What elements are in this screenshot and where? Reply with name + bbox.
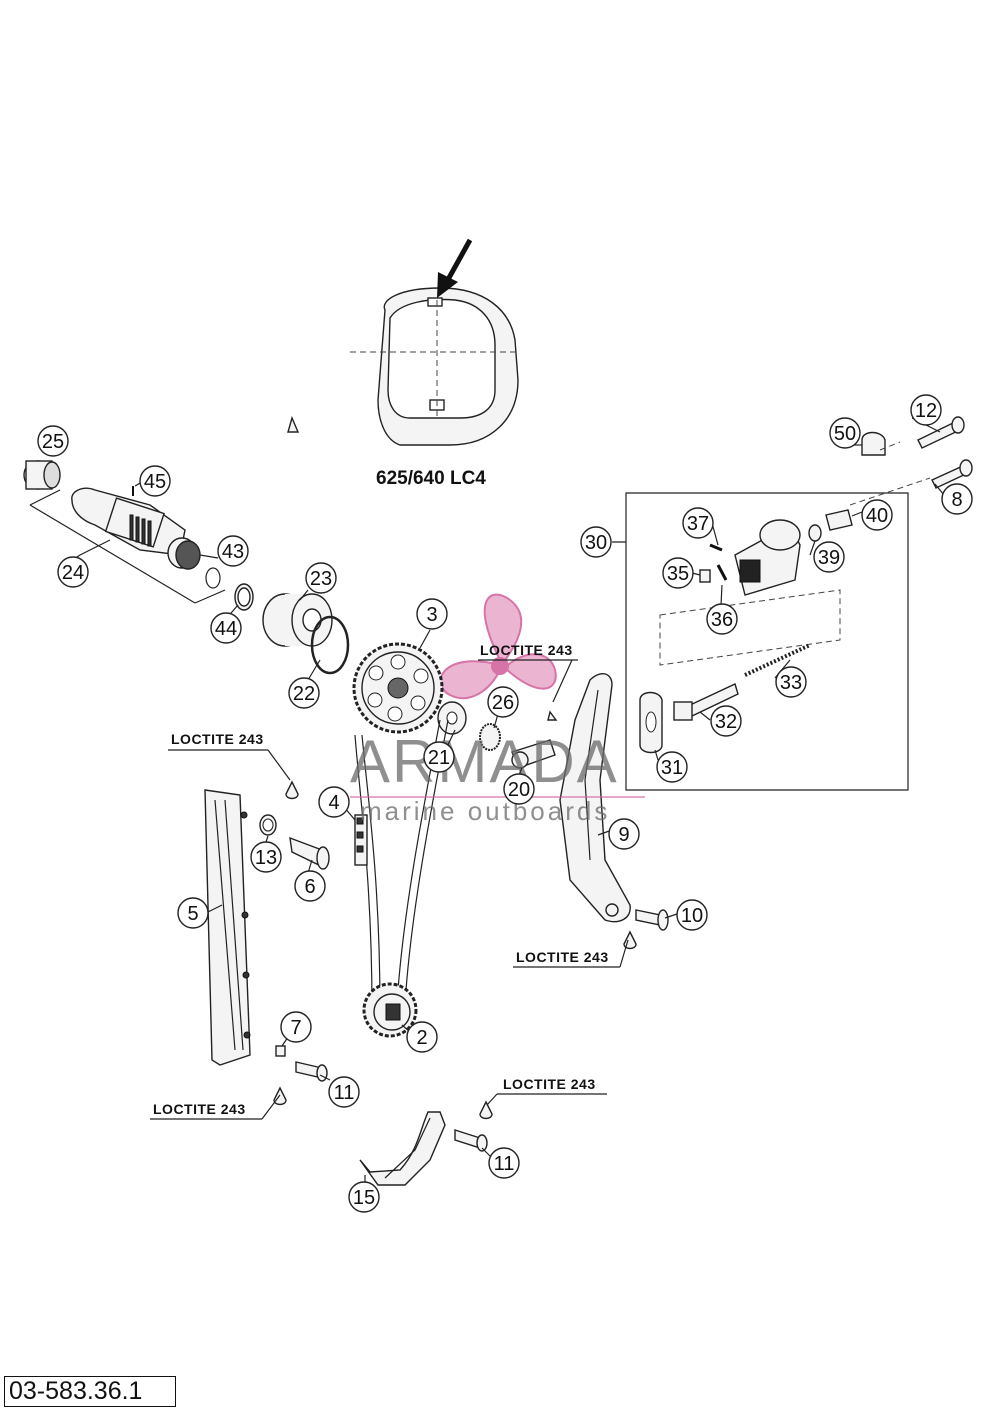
camshaft-sprocket [352,642,558,769]
tensioner-pin [0,0,330,870]
svg-text:6: 6 [304,876,315,898]
callout-24: 24 [57,556,89,588]
guide-rail [204,789,251,1066]
callout-8: 8 [941,483,973,515]
reference-code: 03-583.36.1 [4,1376,176,1407]
callout-5: 5 [177,897,209,929]
callout-13: 13 [250,841,282,873]
loctite-label-4: LOCTITE 243 [150,1094,281,1120]
svg-text:21: 21 [428,747,450,769]
svg-text:39: 39 [818,547,840,569]
callout-22: 22 [288,677,320,709]
svg-text:37: 37 [687,513,709,535]
callout-21: 21 [423,741,455,773]
svg-text:11: 11 [494,1153,515,1175]
camshaft-assembly [23,460,350,675]
callout-26: 26 [487,686,519,718]
svg-text:13: 13 [255,847,277,869]
callout-11a: 11 [328,1076,360,1108]
timing-chain [354,719,449,1011]
callout-12: 12 [910,394,942,426]
callout-15: 15 [348,1181,380,1213]
model-label: 625/640 LC4 [376,468,486,489]
loctite-label-1: LOCTITE 243 [478,642,578,703]
svg-text:43: 43 [222,541,244,563]
bottom-parts [273,1045,493,1186]
callout-39: 39 [813,541,845,573]
callout-25: 25 [37,425,69,457]
watermark-title: ARMADA [350,728,619,795]
callout-32: 32 [710,705,742,737]
callout-50: 50 [829,417,861,449]
svg-text:31: 31 [661,757,683,779]
loctite-label-3: LOCTITE 243 [513,939,629,968]
callout-36: 36 [706,603,738,635]
loctite-text: LOCTITE 243 [153,1101,246,1117]
callout-43: 43 [217,535,249,567]
callout-20: 20 [503,773,535,805]
callout-2: 2 [406,1021,438,1053]
callout-33: 33 [775,666,807,698]
svg-text:5: 5 [187,903,198,925]
svg-text:35: 35 [667,563,689,585]
svg-text:15: 15 [353,1187,375,1209]
callout-45: 45 [139,465,171,497]
callout-10: 10 [676,899,708,931]
bolt-10 [623,909,669,950]
svg-text:4: 4 [328,792,339,814]
callout-3: 3 [416,598,448,630]
camshaft-end-detail: 625/640 LC4 [350,238,519,489]
svg-text:9: 9 [618,824,629,846]
svg-text:3: 3 [426,604,437,626]
svg-text:10: 10 [681,905,703,927]
callout-7: 7 [280,1011,312,1043]
svg-text:26: 26 [492,692,514,714]
svg-text:22: 22 [293,683,315,705]
svg-text:36: 36 [711,609,733,631]
loctite-text: LOCTITE 243 [516,949,609,965]
callout-30: 30 [580,526,612,558]
svg-text:25: 25 [42,431,64,453]
svg-text:8: 8 [951,489,962,511]
callout-40: 40 [861,499,893,531]
svg-text:30: 30 [585,532,607,554]
svg-text:12: 12 [915,400,937,422]
loctite-label-2: LOCTITE 243 [168,731,291,781]
svg-text:23: 23 [310,568,332,590]
loctite-label-5: LOCTITE 243 [486,1076,607,1106]
svg-text:2: 2 [416,1027,427,1049]
tensioner-group [612,416,973,791]
loctite-text: LOCTITE 243 [503,1076,596,1092]
callout-44: 44 [210,612,242,644]
callout-9: 9 [608,818,640,850]
loctite-text: LOCTITE 243 [480,642,573,658]
svg-text:44: 44 [215,618,237,640]
callout-23: 23 [305,562,337,594]
svg-text:24: 24 [62,562,84,584]
callout-37: 37 [682,507,714,539]
loctite-text: LOCTITE 243 [171,731,264,747]
callout-4: 4 [318,786,350,818]
callout-31: 31 [656,751,688,783]
svg-text:50: 50 [834,423,856,445]
callout-11b: 11 [488,1147,520,1179]
watermark-logo [439,593,557,700]
svg-text:11: 11 [334,1082,355,1104]
svg-text:45: 45 [144,471,166,493]
svg-text:32: 32 [715,711,737,733]
svg-text:33: 33 [780,672,802,694]
callout-6: 6 [294,870,326,902]
svg-text:20: 20 [508,779,530,801]
callout-35: 35 [662,557,694,589]
watermark-subtitle: marine outboards [360,796,610,826]
crank-sprocket [362,982,418,1038]
svg-text:40: 40 [866,505,888,527]
loctite-drop-1 [285,780,299,800]
svg-text:7: 7 [290,1017,301,1039]
